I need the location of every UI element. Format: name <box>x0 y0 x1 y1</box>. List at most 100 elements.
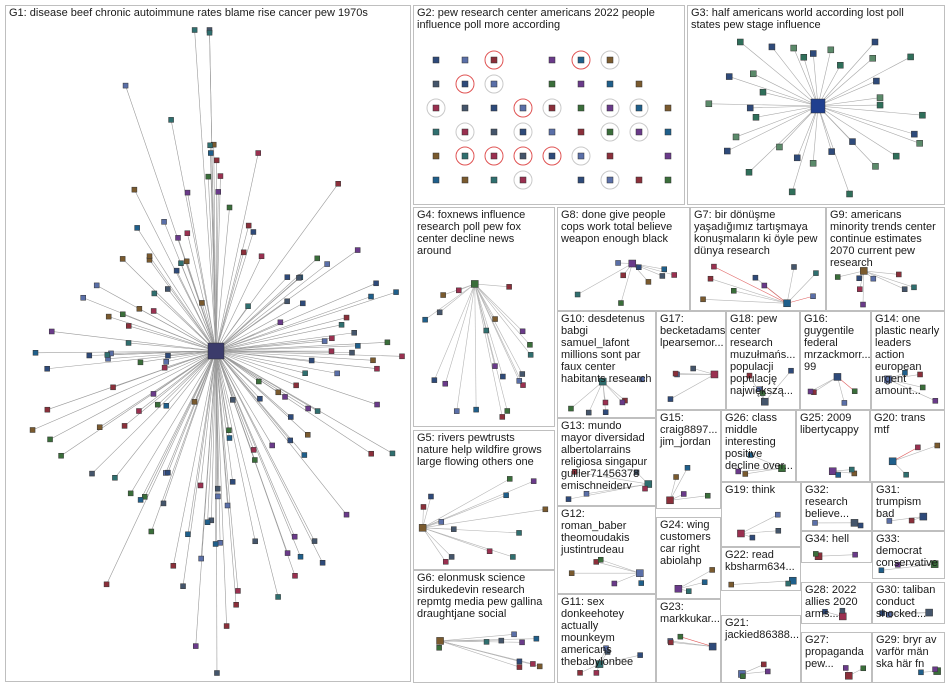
node[interactable] <box>578 57 584 63</box>
node[interactable] <box>253 539 258 544</box>
node[interactable] <box>315 409 320 414</box>
node[interactable] <box>639 581 644 586</box>
node[interactable] <box>491 129 497 135</box>
node[interactable] <box>842 400 847 405</box>
node[interactable] <box>462 81 468 87</box>
node[interactable] <box>776 144 782 150</box>
node[interactable] <box>400 354 405 359</box>
node[interactable] <box>662 267 667 272</box>
node[interactable] <box>686 589 691 594</box>
node[interactable] <box>794 155 800 161</box>
node[interactable] <box>681 491 686 496</box>
node[interactable] <box>230 479 235 484</box>
node[interactable] <box>706 101 712 107</box>
node[interactable] <box>504 493 509 498</box>
node[interactable] <box>870 55 876 61</box>
node[interactable] <box>215 486 220 491</box>
node[interactable] <box>81 295 86 300</box>
node[interactable] <box>549 81 555 87</box>
node[interactable] <box>857 276 862 281</box>
node[interactable] <box>607 153 613 159</box>
node[interactable] <box>786 581 791 586</box>
node[interactable] <box>791 45 797 51</box>
node[interactable] <box>126 323 131 328</box>
node[interactable] <box>462 105 468 111</box>
node[interactable] <box>385 340 390 345</box>
node[interactable] <box>575 292 580 297</box>
node[interactable] <box>520 329 525 334</box>
node[interactable] <box>462 57 468 63</box>
node[interactable] <box>213 541 218 546</box>
node[interactable] <box>902 287 907 292</box>
node[interactable] <box>251 229 256 234</box>
node[interactable] <box>810 51 816 57</box>
node[interactable] <box>636 177 642 183</box>
node[interactable] <box>491 81 497 87</box>
node[interactable] <box>320 560 325 565</box>
node[interactable] <box>691 366 696 371</box>
node[interactable] <box>872 163 878 169</box>
node[interactable] <box>433 153 439 159</box>
node[interactable] <box>607 57 613 63</box>
node[interactable] <box>487 549 492 554</box>
node[interactable] <box>845 672 852 679</box>
node[interactable] <box>126 340 131 345</box>
node[interactable] <box>737 530 744 537</box>
node[interactable] <box>135 225 140 230</box>
node[interactable] <box>94 283 99 288</box>
node[interactable] <box>607 129 613 135</box>
node[interactable] <box>283 394 288 399</box>
node[interactable] <box>322 339 327 344</box>
node[interactable] <box>350 350 355 355</box>
node[interactable] <box>456 288 461 293</box>
node[interactable] <box>665 105 671 111</box>
node[interactable] <box>152 291 157 296</box>
node[interactable] <box>344 315 349 320</box>
node[interactable] <box>300 301 305 306</box>
node[interactable] <box>746 169 752 175</box>
node[interactable] <box>451 527 456 532</box>
node[interactable] <box>192 399 197 404</box>
node[interactable] <box>537 664 542 669</box>
node[interactable] <box>138 497 143 502</box>
node[interactable] <box>433 57 439 63</box>
node[interactable] <box>433 105 439 111</box>
node[interactable] <box>155 402 160 407</box>
node[interactable] <box>375 402 380 407</box>
node[interactable] <box>443 559 448 564</box>
node[interactable] <box>607 81 613 87</box>
node[interactable] <box>106 314 111 319</box>
node[interactable] <box>246 223 251 228</box>
node[interactable] <box>674 474 679 479</box>
node[interactable] <box>49 329 54 334</box>
node[interactable] <box>889 458 896 465</box>
node[interactable] <box>432 378 437 383</box>
node[interactable] <box>45 366 50 371</box>
node[interactable] <box>743 471 748 476</box>
node[interactable] <box>896 272 901 277</box>
node[interactable] <box>198 483 203 488</box>
node[interactable] <box>665 177 671 183</box>
node[interactable] <box>449 554 454 559</box>
node[interactable] <box>853 552 858 557</box>
node[interactable] <box>911 285 916 290</box>
node[interactable] <box>235 588 240 593</box>
node[interactable] <box>471 280 478 287</box>
node[interactable] <box>227 205 232 210</box>
node[interactable] <box>462 153 468 159</box>
node[interactable] <box>246 304 251 309</box>
node[interactable] <box>665 129 671 135</box>
node[interactable] <box>517 530 522 535</box>
node[interactable] <box>165 470 170 475</box>
node[interactable] <box>784 300 791 307</box>
node[interactable] <box>549 105 555 111</box>
node[interactable] <box>256 379 261 384</box>
node[interactable] <box>753 114 759 120</box>
node[interactable] <box>259 254 264 259</box>
node[interactable] <box>225 503 230 508</box>
node[interactable] <box>607 177 613 183</box>
node[interactable] <box>520 640 525 645</box>
node[interactable] <box>520 129 526 135</box>
node[interactable] <box>500 374 505 379</box>
node[interactable] <box>761 398 768 405</box>
